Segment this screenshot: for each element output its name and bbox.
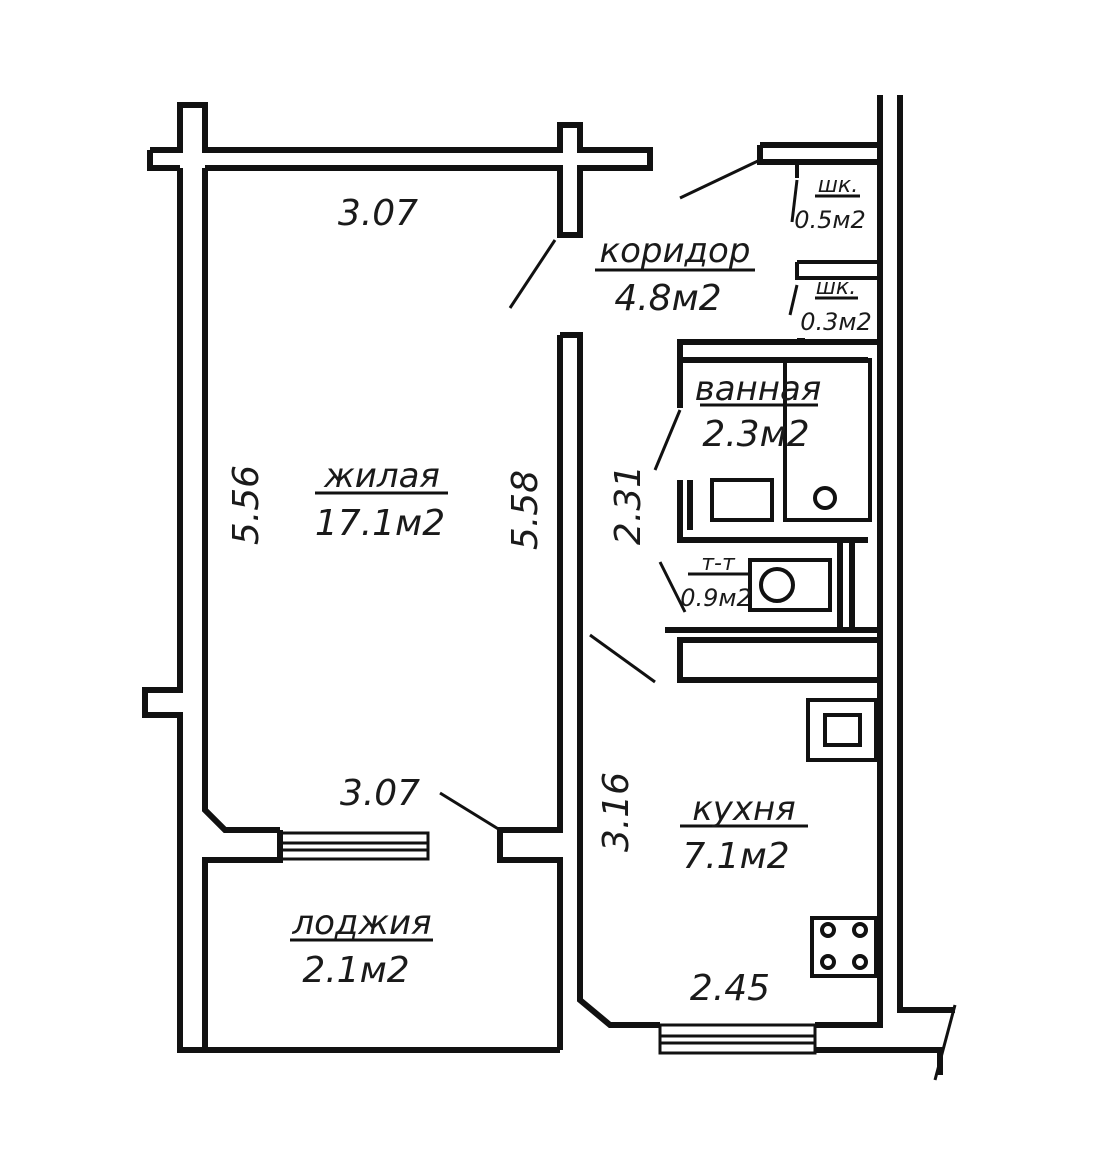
corridor-name: коридор xyxy=(600,231,751,271)
closet1-name: шк. xyxy=(818,173,858,198)
loggia-area: 2.1м2 xyxy=(302,950,409,991)
dimension-leaders xyxy=(439,791,501,832)
window-kitchen xyxy=(658,1023,817,1055)
kitchen-name: кухня xyxy=(692,789,795,829)
closet2-name: шк. xyxy=(816,275,856,300)
wall-top-living xyxy=(147,102,653,238)
dimension-kitchen-height: 3.16 xyxy=(596,772,637,852)
dimension-kitchen-width: 2.45 xyxy=(690,968,770,1009)
dimension-living-top: 3.07 xyxy=(338,193,418,234)
closet2-area: 0.3м2 xyxy=(800,308,872,336)
door-swings xyxy=(508,158,957,1081)
living-room-area: 17.1м2 xyxy=(315,503,445,544)
bathroom-area: 2.3м2 xyxy=(702,414,809,455)
wall-partition-living-kitchen xyxy=(497,332,660,1050)
wall-entry xyxy=(757,142,880,165)
bathroom-block xyxy=(665,339,883,683)
bathroom-name: ванная xyxy=(695,369,822,409)
wall-left-living xyxy=(142,168,280,860)
kitchen-area: 7.1м2 xyxy=(682,836,789,877)
kitchen-fixtures xyxy=(806,698,878,978)
window-living xyxy=(278,831,430,861)
dimension-living-right: 5.58 xyxy=(505,470,546,550)
toilet-name: т-т xyxy=(701,551,736,576)
dimension-living-left: 5.56 xyxy=(226,465,267,545)
dimension-bath-height: 2.31 xyxy=(608,465,649,545)
living-room-name: жилая xyxy=(323,456,440,496)
corridor-area: 4.8м2 xyxy=(614,278,721,319)
wall-right-outer xyxy=(815,95,955,1075)
dimension-living-bottom: 3.07 xyxy=(340,773,420,814)
closet1-area: 0.5м2 xyxy=(794,206,866,234)
label-underlines xyxy=(290,194,860,942)
loggia-name: лоджия xyxy=(291,903,431,943)
toilet-area: 0.9м2 xyxy=(680,584,752,612)
